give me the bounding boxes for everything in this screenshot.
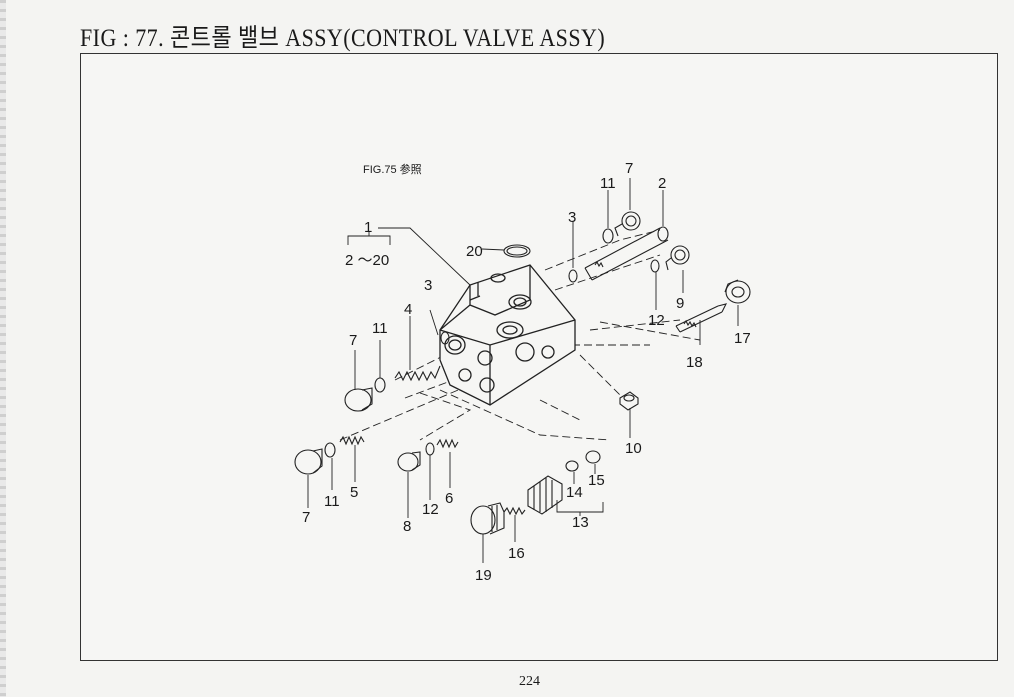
label-part-12-upper: 12 [648, 312, 665, 329]
label-part-6: 6 [445, 490, 453, 507]
label-part-12-lower: 12 [422, 501, 439, 518]
reference-note: FIG.75 参照 [363, 162, 422, 176]
label-part-2: 2 [658, 175, 666, 192]
oring-11-lower [324, 442, 336, 458]
label-part-3-upper: 3 [568, 209, 576, 226]
plug-7-lower [294, 448, 323, 475]
label-part-14: 14 [566, 484, 583, 501]
piston-13 [527, 475, 563, 515]
label-part-5: 5 [350, 484, 358, 501]
label-part-13: 13 [572, 514, 589, 531]
label-part-3-left: 3 [424, 277, 432, 294]
plug-8 [397, 451, 421, 472]
label-part-19: 19 [475, 567, 492, 584]
label-part-11-lower: 11 [324, 493, 340, 510]
spring-16 [503, 506, 526, 516]
label-part-7-left: 7 [349, 332, 357, 349]
plug-17 [724, 279, 751, 304]
plug-7-left [344, 387, 373, 412]
leader-lines [307, 178, 739, 563]
page-number: 224 [519, 674, 540, 689]
oring-14 [565, 460, 579, 472]
label-part-7-upper: 7 [625, 160, 633, 177]
spring-4 [394, 365, 441, 382]
oring-20 [503, 244, 531, 258]
scan-edge [0, 0, 6, 697]
label-assembly-range: 2 ～20 [345, 252, 389, 269]
label-part-11-upper: 11 [600, 175, 616, 192]
label-part-10: 10 [625, 440, 642, 457]
oring-3-left [440, 331, 450, 345]
spring-6 [436, 438, 459, 449]
oring-11-left [374, 377, 386, 393]
label-part-17: 17 [734, 330, 751, 347]
label-part-1: 1 [364, 219, 372, 236]
plug-10 [619, 391, 639, 411]
oring-12-upper [650, 259, 660, 273]
spool-18 [675, 303, 728, 333]
oring-15 [585, 450, 601, 464]
plug-19 [470, 502, 505, 535]
spool-2 [584, 226, 669, 281]
label-part-11-left: 11 [372, 320, 388, 337]
label-part-7-lower: 7 [302, 509, 310, 526]
figure-title: FIG : 77. 콘트롤 밸브 ASSY(CONTROL VALVE ASSY… [80, 25, 606, 52]
oring-3-upper [568, 269, 578, 283]
oring-12-lower [425, 442, 435, 456]
oring-11-upper [602, 228, 614, 244]
label-part-20: 20 [466, 243, 483, 260]
label-part-4: 4 [404, 301, 412, 318]
plug-7-right [614, 211, 641, 237]
plug-9 [665, 245, 690, 271]
label-part-18: 18 [686, 354, 703, 371]
spring-5 [339, 435, 365, 446]
valve-body [439, 264, 576, 406]
label-part-9: 9 [676, 295, 684, 312]
label-part-15: 15 [588, 472, 605, 489]
label-part-8: 8 [403, 518, 411, 535]
label-part-16: 16 [508, 545, 525, 562]
